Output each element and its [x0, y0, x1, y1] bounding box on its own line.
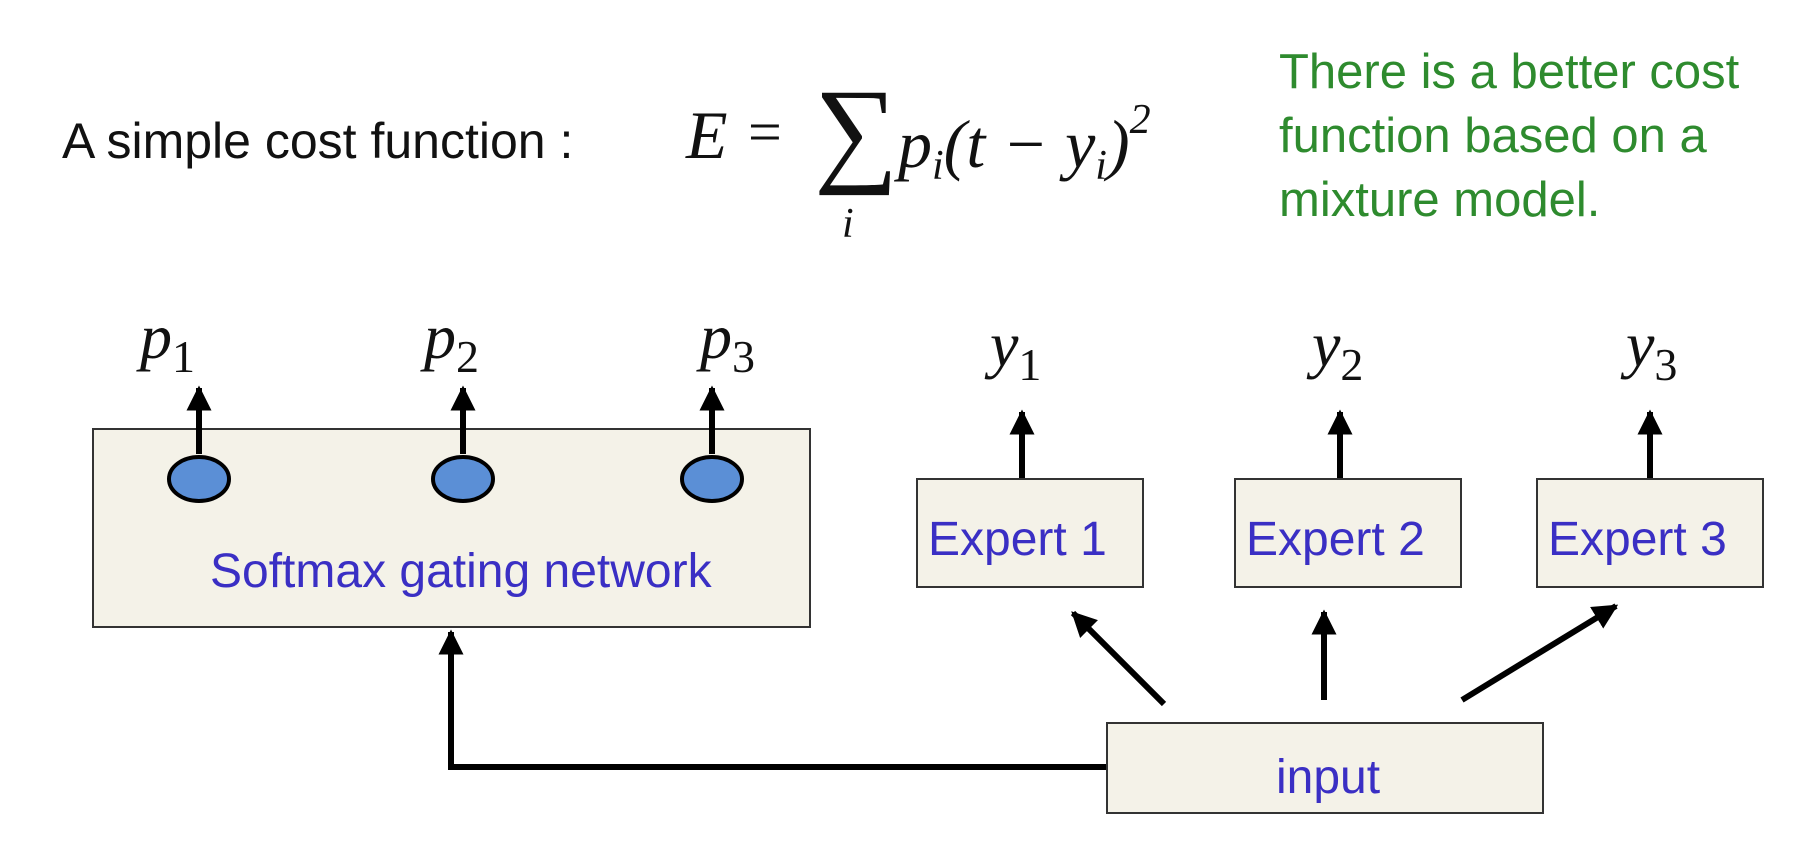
equation-lhs: E: [686, 97, 728, 173]
expert-output-y1: y1: [990, 308, 1041, 391]
term-power: 2: [1129, 97, 1151, 143]
softmax-unit-2: [431, 455, 495, 503]
term-p-subscript: i: [932, 143, 944, 189]
gating-network-label: Softmax gating network: [210, 545, 712, 598]
gating-node-2: [431, 385, 495, 503]
y2-sub: 2: [1340, 339, 1364, 390]
input-to-gating-arrow: [438, 629, 1106, 770]
term-open: (t − y: [943, 106, 1096, 182]
p2-sub: 2: [456, 331, 479, 382]
softmax-unit-1: [167, 455, 231, 503]
equation-equals: =: [748, 99, 782, 165]
input-to-expert-3-arrow: [1460, 603, 1619, 703]
expert-1-label: Expert 1: [928, 513, 1107, 566]
p2-var: p: [424, 301, 456, 372]
p3-var: p: [700, 301, 732, 372]
input-to-expert-1-arrow: [1070, 610, 1167, 707]
p3-sub: 3: [732, 331, 755, 382]
equation-term: pi(t − yi)2: [898, 96, 1151, 190]
summation-index: i: [842, 201, 854, 247]
expert-output-y3: y3: [1626, 308, 1677, 391]
cost-function-label: A simple cost function :: [62, 113, 574, 169]
y1-sub: 1: [1018, 339, 1042, 390]
gating-node-3: [680, 385, 744, 503]
gating-node-1: [167, 385, 231, 503]
term-y-subscript: i: [1095, 143, 1107, 189]
p1-sub: 1: [172, 331, 195, 382]
mixture-model-note: There is a better cost function based on…: [1279, 45, 1740, 227]
expert-output-y2: y2: [1312, 308, 1363, 391]
summation-symbol: ∑: [814, 65, 899, 196]
expert-1-box: Expert 1: [916, 478, 1144, 588]
y1-var: y: [990, 309, 1019, 380]
term-close: ): [1106, 106, 1130, 182]
input-label: input: [1276, 751, 1381, 804]
expert-3-label: Expert 3: [1548, 513, 1727, 566]
gating-output-p2: p2: [424, 300, 479, 383]
gating-output-p1: p1: [140, 300, 195, 383]
expert-2-box: Expert 2: [1234, 478, 1462, 588]
gating-output-p3: p3: [700, 300, 755, 383]
input-box: input: [1106, 722, 1544, 814]
expert-3-box: Expert 3: [1536, 478, 1764, 588]
y2-var: y: [1312, 309, 1341, 380]
softmax-unit-3: [680, 455, 744, 503]
y3-sub: 3: [1654, 339, 1678, 390]
p1-var: p: [140, 301, 172, 372]
y3-var: y: [1626, 309, 1655, 380]
expert-2-label: Expert 2: [1246, 513, 1425, 566]
term-p: p: [898, 106, 932, 182]
